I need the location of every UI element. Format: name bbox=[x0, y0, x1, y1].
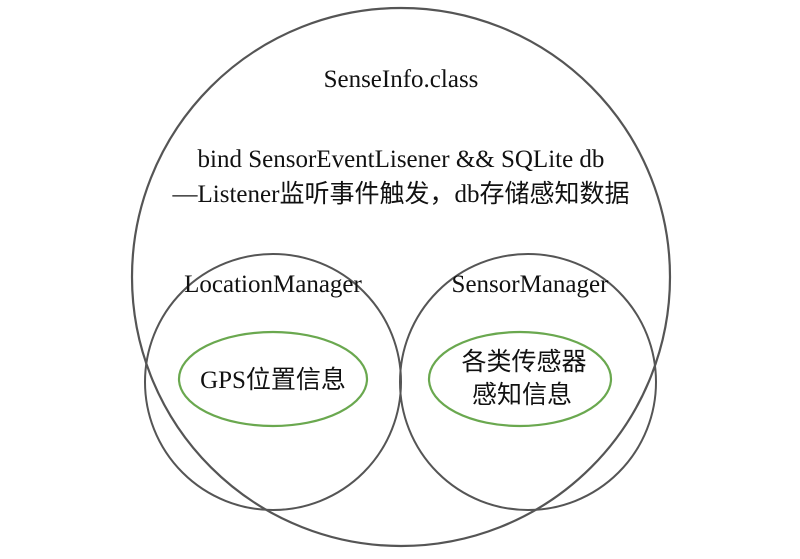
sensor-info-line2: 感知信息 bbox=[472, 381, 572, 409]
sensor-manager-circle bbox=[399, 253, 657, 511]
sensor-info-line1: 各类传感器 bbox=[461, 348, 586, 376]
outer-circle-senseinfo bbox=[130, 6, 672, 548]
location-manager-label: LocationManager bbox=[184, 271, 362, 298]
outer-description-line1: bind SensorEventLisener && SQLite db bbox=[198, 146, 605, 173]
outer-title: SenseInfo.class bbox=[324, 66, 479, 93]
sensor-info-ellipse bbox=[427, 330, 613, 428]
outer-description-line2: —Listener监听事件触发，db存储感知数据 bbox=[172, 180, 630, 208]
gps-info-label: GPS位置信息 bbox=[200, 366, 346, 394]
gps-info-ellipse bbox=[177, 330, 369, 428]
sensor-manager-label: SensorManager bbox=[452, 271, 610, 298]
